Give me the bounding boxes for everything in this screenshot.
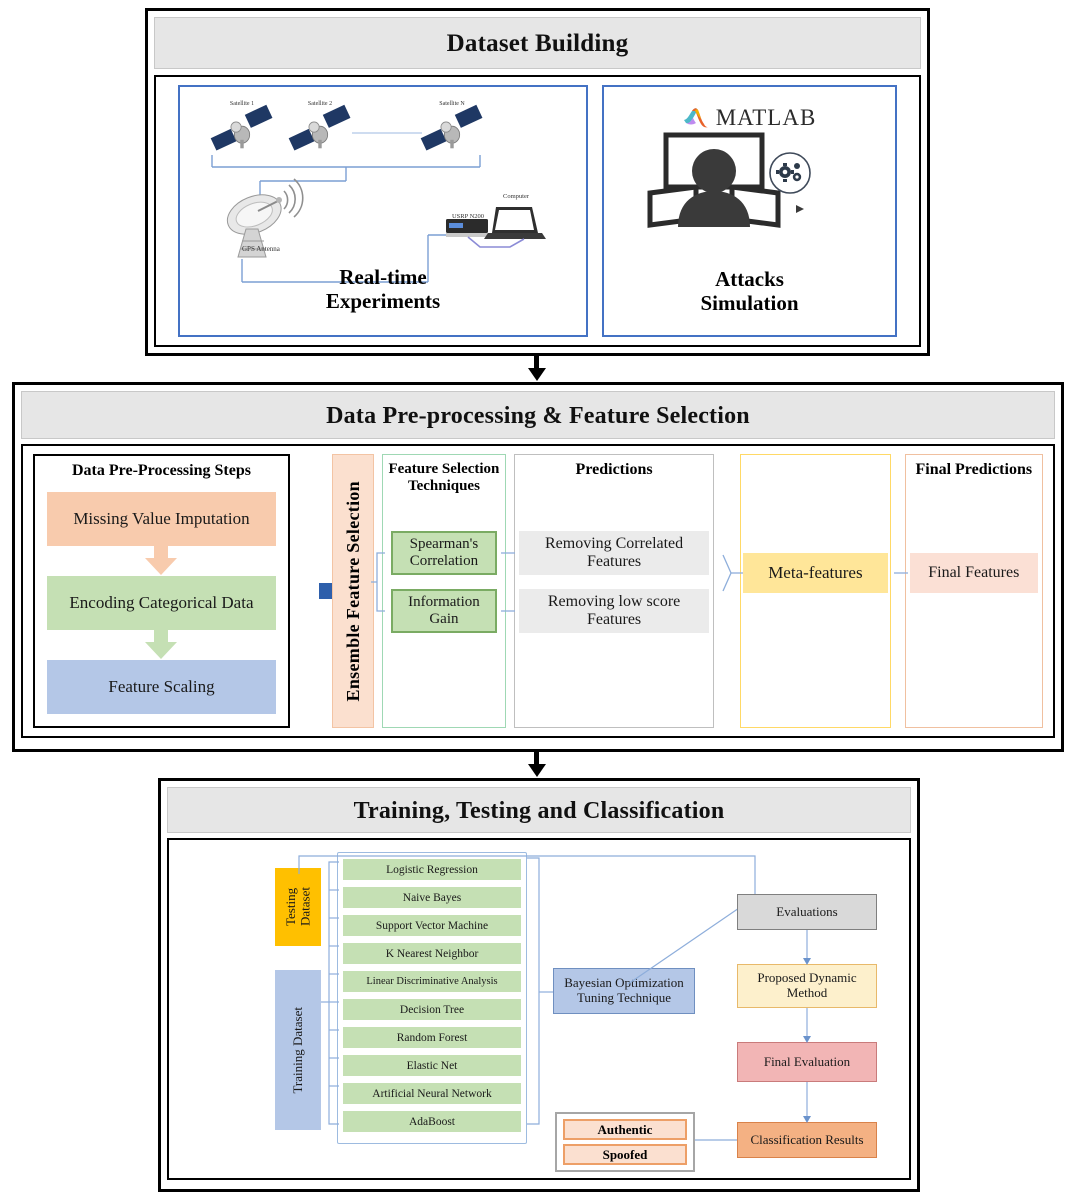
section-title-preprocessing: Data Pre-processing & Feature Selection xyxy=(21,391,1055,439)
realtime-caption-line1: Real-time xyxy=(339,265,427,289)
final-predictions-panel: Final Predictions Final Features xyxy=(893,454,1043,728)
classifier-adaboost: AdaBoost xyxy=(343,1111,521,1132)
attacks-caption-line1: Attacks xyxy=(715,267,784,291)
predictions-connector xyxy=(500,552,515,612)
realtime-diagram-graphic xyxy=(210,104,546,283)
evaluations-box: Evaluations xyxy=(737,894,877,930)
realtime-experiments-panel: Satellite 1 Satellite 2 Satellite N xyxy=(178,85,589,337)
feature-selection-heading: Feature Selection Techniques xyxy=(388,461,500,494)
classifier-k-nearest-neighbor: K Nearest Neighbor xyxy=(343,943,521,964)
right-column-flow-arrows xyxy=(803,930,811,1123)
classification-outcomes-panel: Authentic Spoofed xyxy=(555,1112,695,1172)
prediction-removing-low-score-features: Removing low score Features xyxy=(518,589,710,633)
predictions-panel: Predictions Removing Correlated Features… xyxy=(500,454,715,728)
ensemble-feature-selection-panel: Ensemble Feature Selection xyxy=(331,454,374,728)
section-preprocessing: Data Pre-processing & Feature Selection … xyxy=(12,382,1064,752)
realtime-caption: Real-time Experiments xyxy=(180,265,586,313)
training-dataset-box: Training Dataset xyxy=(275,970,321,1130)
classifier-tuning-connector xyxy=(527,857,553,1125)
classifier-list: Logistic Regression Naive Bayes Support … xyxy=(337,852,527,1144)
matlab-membrane-icon xyxy=(683,108,708,128)
bayesian-optimization-box: Bayesian Optimization Tuning Technique xyxy=(553,968,695,1014)
classifier-linear-discriminative-analysis: Linear Discriminative Analysis xyxy=(343,971,521,992)
step-arrow-1 xyxy=(145,546,178,575)
feature-selection-techniques-panel: Feature Selection Techniques Spearman's … xyxy=(370,454,506,728)
connector-arrow-2 xyxy=(528,764,546,777)
connector-stem-2 xyxy=(534,752,539,768)
matlab-logo: MATLAB xyxy=(604,105,895,131)
fs-branch-connector xyxy=(370,552,385,612)
computer-label: Computer xyxy=(503,193,529,200)
classifier-random-forest: Random Forest xyxy=(343,1027,521,1048)
preprocessing-body: Data Pre-Processing Steps Missing Value … xyxy=(21,444,1055,738)
classifier-artificial-neural-network: Artificial Neural Network xyxy=(343,1083,521,1104)
prediction-removing-correlated-features: Removing Correlated Features xyxy=(518,531,710,575)
outcome-spoofed: Spoofed xyxy=(563,1144,687,1165)
meta-features-panel: Meta-features xyxy=(722,454,891,728)
fs-information-gain: Information Gain xyxy=(390,589,497,633)
classifier-support-vector-machine: Support Vector Machine xyxy=(343,915,521,936)
meta-features-connector xyxy=(722,554,744,592)
step-encoding-categorical-data: Encoding Categorical Data xyxy=(47,576,276,630)
gps-antenna-label: GPS Antenna xyxy=(242,245,280,253)
section-training-testing: Training, Testing and Classification Tes… xyxy=(158,778,920,1192)
section-title-training-testing: Training, Testing and Classification xyxy=(167,787,911,833)
section-dataset-building: Dataset Building Satellite 1 Satellite 2… xyxy=(145,8,930,356)
ensemble-feature-selection-label: Ensemble Feature Selection xyxy=(342,480,363,702)
attacks-simulation-graphic xyxy=(647,132,811,228)
preprocessing-steps-heading: Data Pre-Processing Steps xyxy=(72,462,251,479)
attacks-caption: Attacks Simulation xyxy=(604,267,895,315)
training-testing-body: Testing Dataset Training Dataset Logisti… xyxy=(167,838,911,1180)
matlab-wordmark: MATLAB xyxy=(715,105,817,130)
fs-spearmans-correlation: Spearman's Correlation xyxy=(390,531,497,575)
final-features-box: Final Features xyxy=(909,553,1038,593)
outcome-authentic: Authentic xyxy=(563,1119,687,1140)
dataset-building-body: Satellite 1 Satellite 2 Satellite N xyxy=(154,75,921,347)
section-title-dataset-building: Dataset Building xyxy=(154,17,921,69)
realtime-caption-line2: Experiments xyxy=(325,289,441,314)
satellite-n-label: Satellite N xyxy=(439,101,465,107)
classifier-naive-bayes: Naive Bayes xyxy=(343,887,521,908)
connector-stem-1 xyxy=(534,356,539,372)
preprocessing-steps-panel: Data Pre-Processing Steps Missing Value … xyxy=(33,454,290,728)
attacks-simulation-panel: MATLAB xyxy=(602,85,897,337)
classification-results-box: Classification Results xyxy=(737,1122,877,1158)
step-arrow-2 xyxy=(145,630,178,659)
final-features-connector xyxy=(893,572,908,574)
proposed-dynamic-method-box: Proposed Dynamic Method xyxy=(737,964,877,1008)
classifier-elastic-net: Elastic Net xyxy=(343,1055,521,1076)
training-dataset-label: Training Dataset xyxy=(289,1006,305,1094)
connector-arrow-1 xyxy=(528,368,546,381)
satellite-2-label: Satellite 2 xyxy=(307,101,333,107)
final-predictions-heading: Final Predictions xyxy=(915,461,1033,478)
meta-features-box: Meta-features xyxy=(743,553,888,593)
predictions-heading: Predictions xyxy=(575,461,653,478)
satellite-1-label: Satellite 1 xyxy=(229,101,255,107)
classifier-logistic-regression: Logistic Regression xyxy=(343,859,521,880)
attacks-caption-line2: Simulation xyxy=(700,291,799,316)
step-feature-scaling: Feature Scaling xyxy=(47,660,276,714)
classifier-decision-tree: Decision Tree xyxy=(343,999,521,1020)
usrp-label: USRP N200 xyxy=(451,213,485,220)
testing-dataset-box: Testing Dataset xyxy=(275,868,321,946)
dataset-classifier-bracket xyxy=(321,861,339,1125)
step-missing-value-imputation: Missing Value Imputation xyxy=(47,492,276,546)
